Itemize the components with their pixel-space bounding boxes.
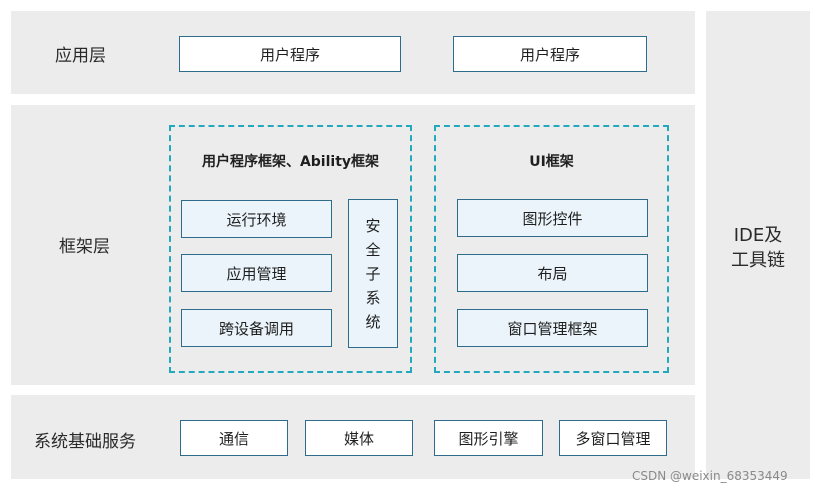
user-program-box: 用户程序 (453, 36, 647, 72)
security-char: 系 (365, 288, 381, 307)
security-char: 安 (365, 216, 381, 235)
communication-box: 通信 (180, 420, 288, 456)
ide-toolchain-label: IDE及 工具链 (706, 223, 810, 273)
user-program-box: 用户程序 (179, 36, 401, 72)
ide-label-line1: IDE及 (733, 225, 783, 246)
ide-toolchain-panel (706, 11, 810, 479)
layout-box: 布局 (457, 254, 648, 292)
app-management-box: 应用管理 (181, 254, 332, 292)
ide-label-line2: 工具链 (731, 250, 785, 271)
csdn-watermark: CSDN @weixin_68353449 (632, 469, 788, 483)
window-management-framework-box: 窗口管理框架 (457, 309, 648, 347)
security-subsystem-box: 安 全 子 系 统 (348, 199, 398, 348)
graphics-engine-box: 图形引擎 (434, 420, 543, 456)
security-char: 子 (365, 264, 381, 283)
runtime-env-box: 运行环境 (181, 200, 332, 238)
cross-device-call-box: 跨设备调用 (181, 309, 332, 347)
security-char: 全 (365, 240, 381, 259)
security-char: 统 (365, 312, 381, 331)
app-layer-label: 应用层 (55, 46, 106, 66)
system-services-layer-label: 系统基础服务 (34, 432, 136, 452)
media-box: 媒体 (305, 420, 413, 456)
framework-layer-label: 框架层 (59, 237, 110, 257)
multi-window-management-box: 多窗口管理 (559, 420, 667, 456)
graphic-controls-box: 图形控件 (457, 199, 648, 237)
ability-framework-title: 用户程序框架、Ability框架 (201, 154, 380, 170)
ui-framework-title: UI框架 (529, 154, 574, 170)
